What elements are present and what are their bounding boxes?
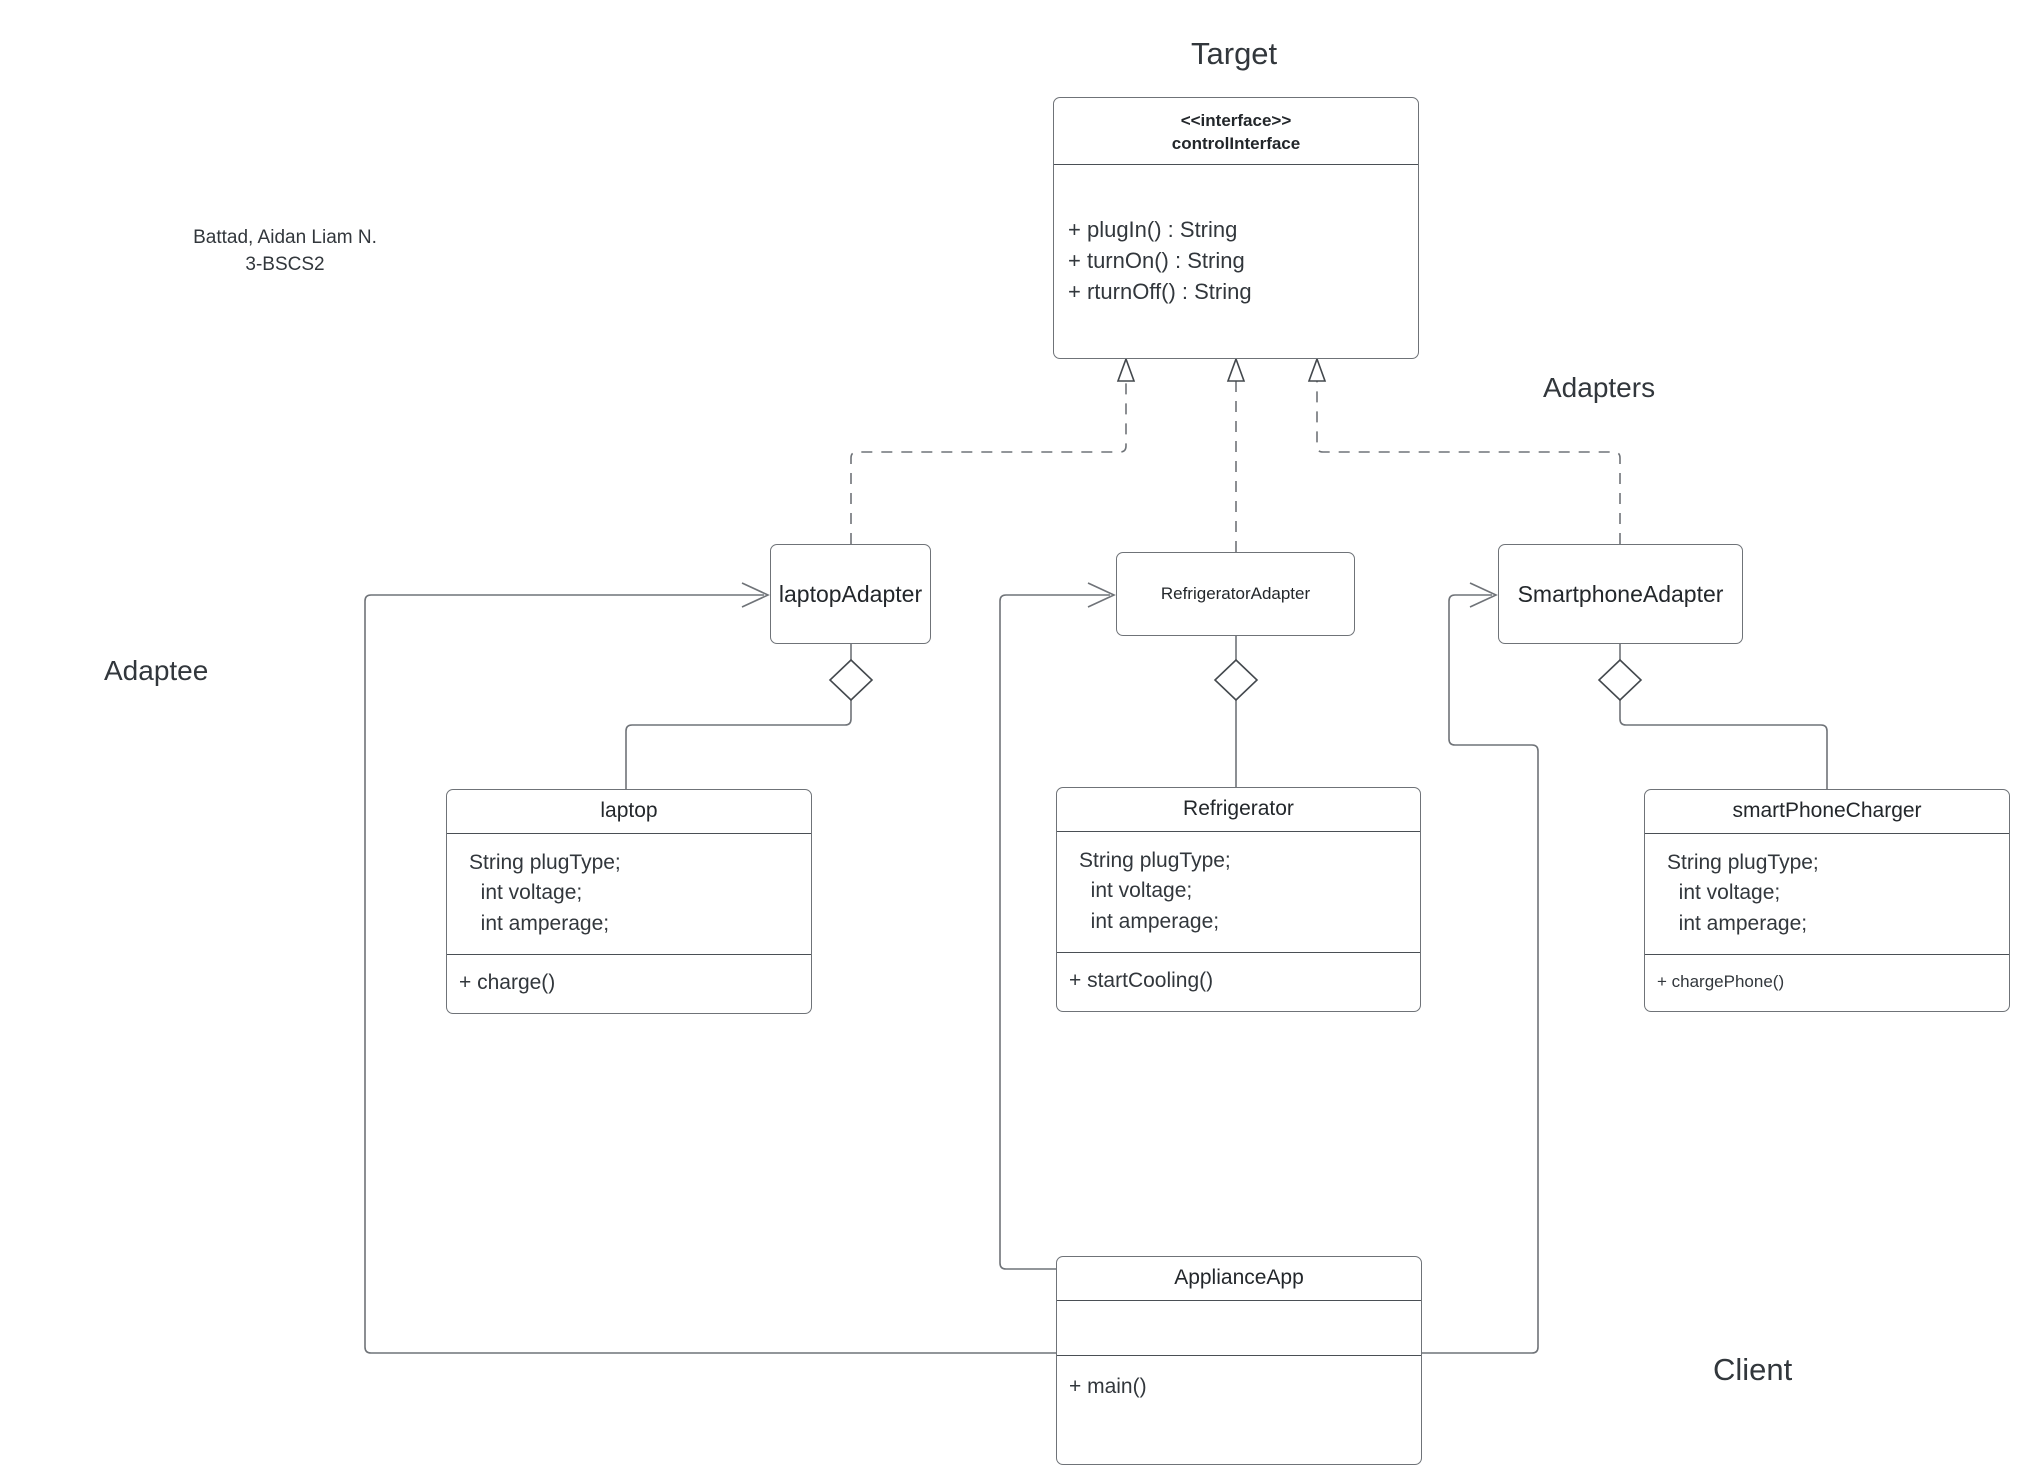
association-arrow-refrigeratoradapter — [1087, 582, 1116, 608]
smartphonecharger-name: smartPhoneCharger — [1732, 799, 1922, 822]
interface-stereotype: <<interface>> — [1180, 111, 1292, 130]
realization-laptopadapter — [850, 378, 1127, 544]
smartphoneadapter-name: SmartphoneAdapter — [1517, 580, 1724, 607]
label-adaptee: Adaptee — [104, 655, 209, 686]
realization-arrowhead-phone — [1307, 356, 1327, 382]
class-box-refrigeratoradapter[interactable]: RefrigeratorAdapter — [1116, 552, 1355, 636]
aggregation-diamond-laptop — [828, 658, 874, 702]
interface-header: <<interface>> controlInterface — [1054, 98, 1418, 164]
label-target: Target — [1191, 36, 1278, 71]
aggregation-diamond-refrigerator — [1213, 658, 1259, 702]
aggregation-diamond-charger — [1597, 658, 1643, 702]
refrigerator-attributes: String plugType; int voltage; int ampera… — [1079, 849, 1231, 933]
aggregation-line-charger — [1619, 700, 1828, 789]
refrigerator-operations: + startCooling() — [1069, 969, 1214, 993]
class-box-applianceapp[interactable]: ApplianceApp + main() — [1056, 1256, 1422, 1465]
compartment-divider — [1057, 831, 1420, 832]
class-box-laptop[interactable]: laptop String plugType; int voltage; int… — [446, 789, 812, 1014]
class-box-laptopadapter[interactable]: laptopAdapter — [770, 544, 931, 644]
label-adapters: Adapters — [1543, 372, 1656, 403]
realization-arrowhead-fridge — [1226, 356, 1246, 382]
applianceapp-attributes — [1057, 1301, 1421, 1355]
compartment-divider — [447, 954, 811, 956]
smartphonecharger-operations: + chargePhone() — [1657, 972, 1785, 992]
compartment-divider — [1057, 1355, 1421, 1356]
author-label: Battad, Aidan Liam N. 3-BSCS2 — [193, 227, 377, 275]
compartment-divider — [447, 833, 811, 834]
association-arrow-laptopadapter — [741, 582, 770, 608]
laptop-operations: + charge() — [459, 971, 556, 995]
refrigerator-name: Refrigerator — [1183, 797, 1294, 820]
compartment-divider — [1645, 833, 2009, 834]
class-box-controlinterface[interactable]: <<interface>> controlInterface + plugIn()… — [1053, 97, 1419, 359]
smartphonecharger-attributes: String plugType; int voltage; int ampera… — [1667, 851, 1819, 935]
interface-name: controlInterface — [1171, 134, 1301, 154]
class-box-smartphoneadapter[interactable]: SmartphoneAdapter — [1498, 544, 1743, 644]
aggregation-line-laptop — [625, 700, 852, 789]
class-box-smartphonecharger[interactable]: smartPhoneCharger String plugType; int v… — [1644, 789, 2010, 1012]
refrigeratoradapter-name: RefrigeratorAdapter — [1160, 584, 1311, 603]
laptop-name: laptop — [600, 799, 658, 822]
laptop-attributes: String plugType; int voltage; int ampera… — [469, 851, 621, 935]
realization-arrowhead-laptop — [1116, 356, 1136, 382]
compartment-divider — [1057, 1300, 1421, 1301]
label-client: Client — [1713, 1352, 1793, 1387]
interface-operations: + plugIn() : String + turnOn() : String … — [1068, 217, 1252, 305]
laptopadapter-name: laptopAdapter — [778, 580, 923, 607]
association-arrow-smartphoneadapter — [1469, 582, 1498, 608]
compartment-divider — [1645, 954, 2009, 956]
association-applianceapp-smartphoneadapter — [1422, 594, 1539, 1354]
applianceapp-operations: + main() — [1069, 1375, 1147, 1398]
compartment-divider — [1057, 952, 1420, 954]
applianceapp-name: ApplianceApp — [1174, 1266, 1304, 1289]
class-box-refrigerator[interactable]: Refrigerator String plugType; int voltag… — [1056, 787, 1421, 1012]
compartment-divider — [1054, 164, 1418, 165]
interface-stereotype-and-name: <<interface>> controlInterface — [1054, 98, 1418, 155]
